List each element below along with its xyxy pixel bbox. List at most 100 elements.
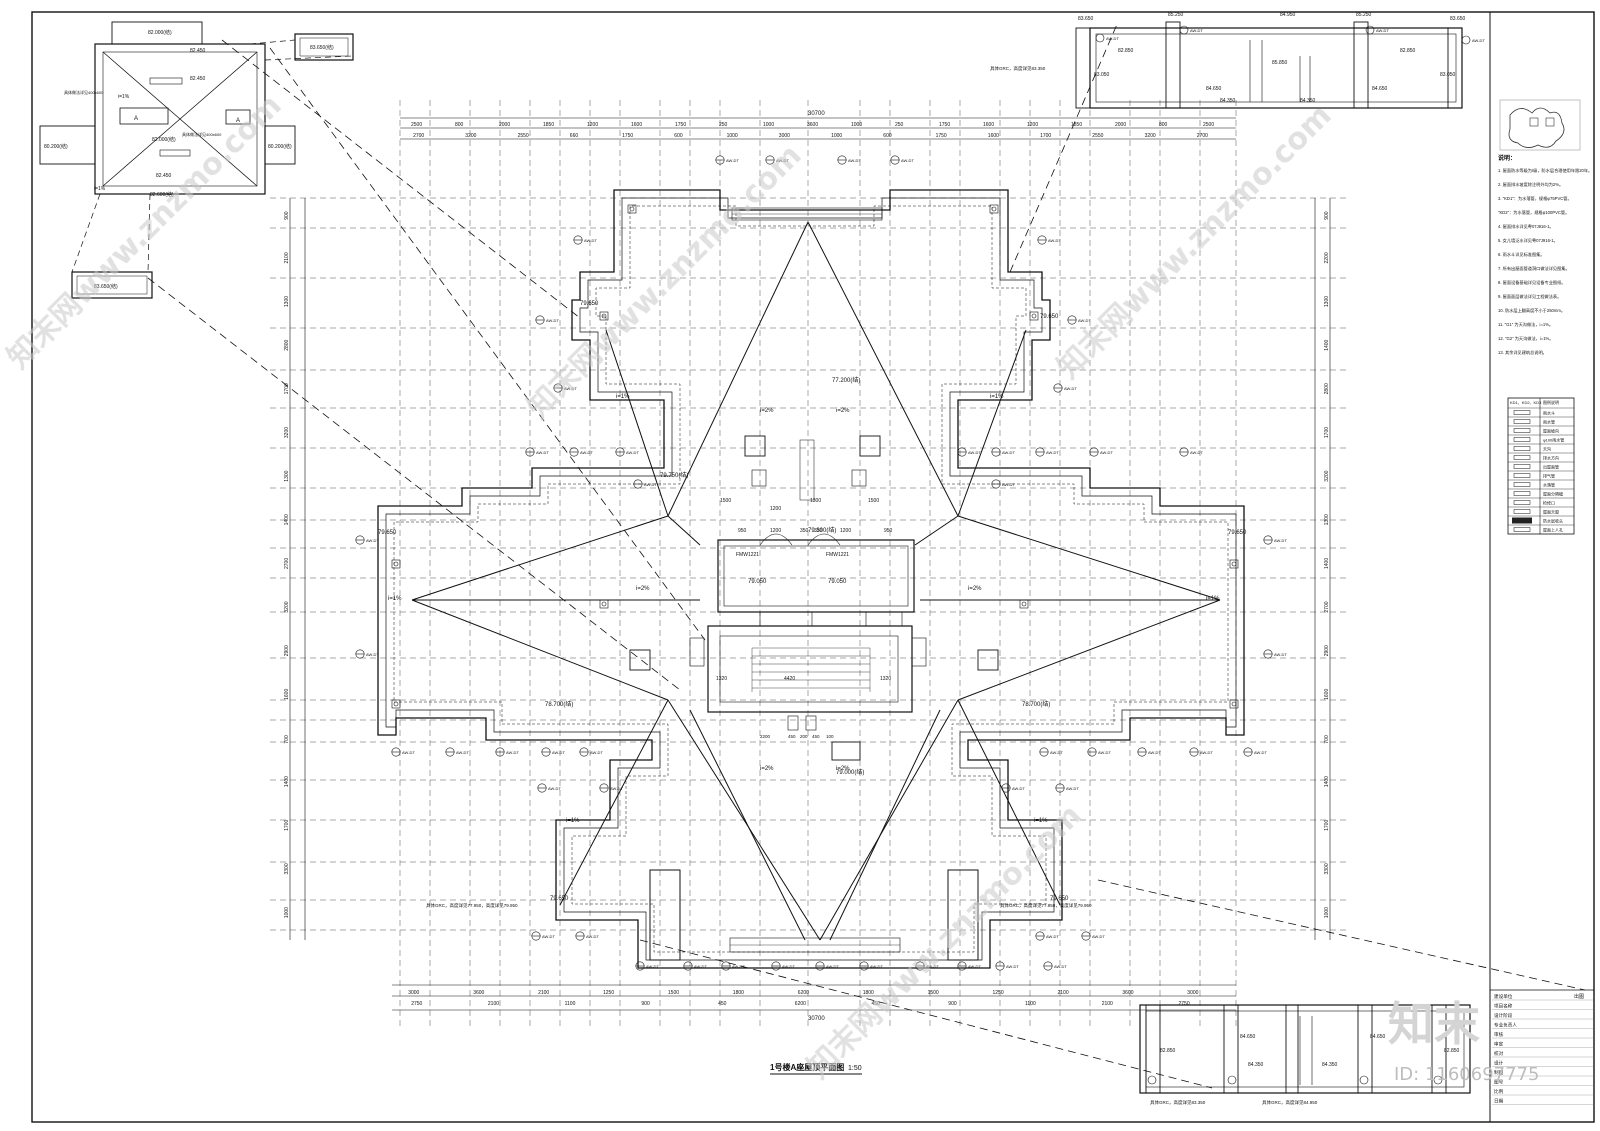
elev-core-top: 79.300(结) (808, 526, 836, 534)
slope-label: i=2% (836, 408, 850, 414)
drain-box (1029, 311, 1039, 321)
dim-label: 1850 (543, 122, 554, 128)
dim-label: 2900 (1324, 645, 1330, 656)
drain-tag-text: AW-DT (901, 158, 914, 163)
dtl-label-b: A (236, 118, 240, 124)
dim-label: 1400 (1324, 558, 1330, 569)
dtl-el8: 83.650(结) (94, 283, 118, 290)
dtr-tag-text: AW-DT (1190, 28, 1203, 33)
dim-label: 1700 (1324, 820, 1330, 831)
dim-label: 1750 (675, 122, 686, 128)
dtl-el5: 82.450 (156, 173, 172, 179)
dim-label: 3200 (465, 133, 476, 139)
legend-label: 水落管 (1543, 482, 1555, 488)
slope-label: i=2% (760, 766, 774, 772)
dim-label: 2700 (1324, 601, 1330, 612)
drain-tag-text: AW-DT (1098, 750, 1111, 755)
drain-tag-text: AW-DT (870, 964, 883, 969)
dim-label: 3300 (284, 863, 290, 874)
dtl-el2: 82.450 (190, 48, 206, 54)
drain-tag-text: AW-DT (1002, 450, 1015, 455)
bottom-note-right: 具体GRC，高度详见77.950，高度详见79.950 (1000, 902, 1092, 909)
drain-tag-text: AW-DT (644, 482, 657, 487)
legend-label: 出屋面管 (1543, 464, 1559, 470)
note-line: 8. 屋面设备基础详见设备专业图纸。 (1498, 279, 1565, 286)
dim-label: 2550 (518, 133, 529, 139)
dbr-tag-circle (1227, 1075, 1237, 1085)
drain-tag-text: AW-DT (586, 934, 599, 939)
legend-label: 屋面上人孔 (1543, 527, 1563, 533)
core-dim-top: 950 (884, 528, 893, 534)
core-below-dim: 450 (788, 734, 796, 739)
watermarks: 知末网www.znzmo.com 知末网www.znzmo.com 知末网www… (1, 88, 1339, 1086)
dbr-inner-elev: 82.850 (1444, 1048, 1460, 1054)
legend-symbol (1513, 446, 1531, 451)
legend-label: φ100雨水管 (1543, 437, 1564, 443)
legend-rows: 雨水斗雨水管屋面坡向φ100雨水管天沟排水方向出屋面管排气管水落管屋面分隔缝检修… (1508, 407, 1574, 533)
drain-tag-text: AW-DT (1190, 450, 1203, 455)
dim-label: 700 (284, 735, 290, 744)
legend-symbol (1513, 428, 1531, 433)
dim-label: 1000 (1324, 907, 1330, 918)
title-block-row: 专业负责人 (1494, 1022, 1517, 1029)
roof-drainage-lines (411, 221, 1221, 941)
title-block-row: 审核 (1494, 1031, 1504, 1038)
drain-tags: AW-DT AW-DT AW-DT AW-DT AW-DT AW-DT AW-DT AW-DT… (355, 155, 1287, 971)
drain-box (627, 204, 637, 214)
dtr-elev: 83.650 (1450, 16, 1466, 22)
dim-label: 2200 (1324, 252, 1330, 263)
dim-label: 900 (948, 1001, 957, 1007)
dim-label: 1100 (565, 1001, 576, 1007)
dim-label: 1400 (284, 776, 290, 787)
drain-box (391, 559, 401, 569)
slope-label: i=1% (616, 394, 630, 400)
dim-label: 600 (883, 133, 892, 139)
dbr-tag-circle (1147, 1075, 1157, 1085)
dim-label: 1700 (1040, 133, 1051, 139)
core-stair-elevator (629, 435, 999, 761)
legend-label: 检修口 (1543, 500, 1555, 506)
door-left: FMW1221 (736, 552, 759, 558)
dtl-el3: 82.450 (190, 76, 206, 82)
dim-label: 1700 (284, 383, 290, 394)
dim-label: 2700 (284, 558, 290, 569)
drain-point (1021, 601, 1027, 607)
dim-label: 3200 (284, 601, 290, 612)
dbr-inner-elev: 84.650 (1370, 1034, 1386, 1040)
drain-tag-text: AW-DT (546, 318, 559, 323)
dim-label: 2000 (499, 122, 510, 128)
dbr-note1: 具体GRC，高度详见83.350 (1150, 1099, 1206, 1106)
dtl-el10: 80.200(结) (268, 143, 292, 150)
notes-heading: 说明： (1498, 154, 1516, 162)
overall-dim-top: 30700 (808, 111, 825, 117)
drain-tag-text: AW-DT (552, 750, 565, 755)
drain-point (393, 701, 399, 707)
dtr-inner-elev: 84.650 (1206, 86, 1222, 92)
dim-label: 2700 (1197, 133, 1208, 139)
legend-label: 排水方向 (1543, 455, 1559, 461)
legend-symbol (1513, 419, 1531, 424)
drain-tag-text: AW-DT (402, 750, 415, 755)
title-block-row: 校对 (1494, 1050, 1504, 1057)
legend-label: 屋面天窗 (1543, 509, 1559, 515)
elev-left-lower: 79.650 (378, 530, 397, 536)
dim-label: 1800 (733, 990, 744, 996)
legend-symbol (1513, 410, 1531, 415)
dtr-elev: 83.650 (1078, 16, 1094, 22)
legend-symbol (1513, 509, 1531, 514)
dim-label: 450 (718, 1001, 727, 1007)
detail-top-left-labels: 82.000(结) 82.450 82.450 82.000(结) 82.450… (44, 29, 334, 290)
dim-label: 3000 (779, 133, 790, 139)
drain-tag-text: AW-DT (726, 158, 739, 163)
legend-col: 图例说明 (1543, 399, 1559, 405)
note-line: 10. 防水层上翻高度不小于250mm。 (1498, 307, 1565, 314)
core-below-dim: 100 (826, 734, 834, 739)
legend-symbol (1513, 491, 1531, 496)
title-block-row: 设计阶段 (1494, 1012, 1513, 1019)
dtr-inner-elev: 82.850 (1118, 48, 1134, 54)
